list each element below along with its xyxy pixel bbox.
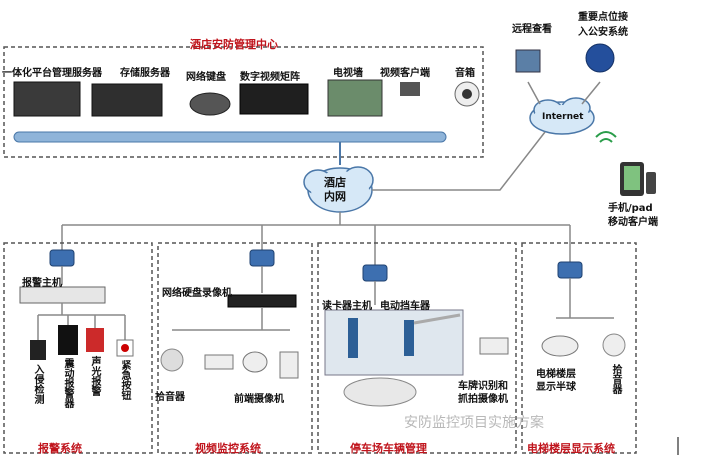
remote-view-label: 远程查看 <box>512 24 552 35</box>
barrier-label: 电动挡车器 <box>380 301 430 312</box>
elevator-pickup-label: 拾音器 <box>610 364 621 394</box>
video-client-label: 视频客户端 <box>380 68 430 79</box>
alarm-host-label: 报警主机 <box>22 278 62 289</box>
tv-wall-label: 电视墙 <box>333 68 363 79</box>
speaker-label: 音箱 <box>455 68 475 79</box>
intrusion-detect-label: 入侵检测 <box>32 364 43 404</box>
front-camera-label: 前端摄像机 <box>234 394 284 405</box>
emergency-button-label: 紧急按钮 <box>119 360 130 400</box>
sound-light-alarm-label: 声光报警 <box>89 356 100 396</box>
police-link-label: 重要点位接 入公安系统 <box>578 12 628 38</box>
internet-label: Internet <box>542 112 584 122</box>
center-bus <box>13 131 447 143</box>
nvr-label: 网络硬盘录像机 <box>162 288 232 299</box>
elevator-dome-label: 电梯楼层 显示半球 <box>536 369 576 393</box>
center-title: 酒店安防管理中心 <box>190 38 278 51</box>
platform-server-label: 一体化平台管理服务器 <box>2 68 102 79</box>
watermark-text: 安防监控项目实施方案 <box>404 415 544 431</box>
switch-icon <box>49 249 583 282</box>
elevator-system-title: 电梯楼层显示系统 <box>527 442 615 455</box>
plate-camera-label: 车牌识别和 抓拍摄像机 <box>458 381 508 405</box>
parking-system-title: 停车场车辆管理 <box>350 442 427 455</box>
center-frame <box>3 46 484 158</box>
network-keyboard-label: 网络键盘 <box>186 72 226 83</box>
hotel-lan-label: 酒店 内网 <box>324 176 346 203</box>
vibration-alarm-label: 震动报警器 <box>62 358 73 408</box>
video-matrix-label: 数字视频矩阵 <box>240 72 300 83</box>
video-pickup-label: 拾音器 <box>155 392 185 403</box>
alarm-system-title: 报警系统 <box>38 442 82 455</box>
hotel-lan-cloud <box>303 166 374 213</box>
video-system-title: 视频监控系统 <box>195 442 261 455</box>
card-reader-label: 读卡器主机 <box>322 301 372 312</box>
mobile-client-label: 手机/pad 移动客户端 <box>608 203 658 228</box>
storage-server-label: 存储服务器 <box>120 68 170 79</box>
